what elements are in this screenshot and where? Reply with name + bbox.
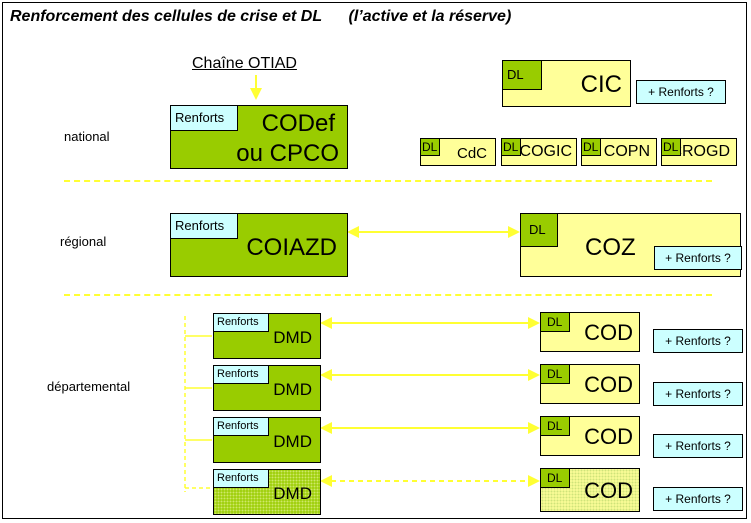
cod-renforts-1: + Renforts ?	[653, 329, 743, 353]
cod-dl-tag-1: DL	[540, 312, 570, 332]
dmd-renforts-tag-3: Renforts	[213, 417, 269, 436]
coz-title: COZ	[585, 234, 636, 261]
cod-title-2: COD	[584, 372, 633, 397]
cod-dl-tag-3: DL	[540, 416, 570, 436]
cod-renforts-3: + Renforts ?	[653, 434, 743, 458]
dmd-title-4: DMD	[273, 484, 312, 503]
dmd-renforts-tag-1: Renforts	[213, 313, 269, 332]
crogd-dl-tag: DL	[661, 138, 681, 156]
dmd-title-2: DMD	[273, 380, 312, 399]
coz-dl-tag: DL	[520, 213, 558, 247]
codef-box: CODef ou CPCO	[170, 105, 348, 169]
cogic-label: COGIC	[519, 143, 572, 160]
level-regional: régional	[60, 234, 107, 249]
codef-title: CODef	[261, 110, 335, 137]
coiazd-renforts-tag: Renforts	[170, 213, 238, 239]
dmd-renforts-tag-2: Renforts	[213, 365, 269, 384]
cod-title-4: COD	[584, 478, 633, 503]
cod-box-2: COD	[540, 364, 640, 404]
dmd-title-1: DMD	[273, 328, 312, 347]
coz-renforts: + Renforts ?	[654, 246, 742, 270]
cic-title: CIC	[580, 71, 622, 98]
cic-renforts: + Renforts ?	[636, 80, 726, 104]
level-departemental: départemental	[47, 379, 131, 394]
cic-dl-tag: DL	[502, 60, 542, 90]
crogd-label: CROGD	[670, 143, 730, 160]
cdc-dl-tag: DL	[420, 138, 440, 156]
cod-title-3: COD	[584, 424, 633, 449]
diagram-title: Renforcement des cellules de crise et DL…	[10, 8, 512, 25]
cod-dl-tag-4: DL	[540, 468, 570, 488]
chain-otiad-label: Chaîne OTIAD	[192, 55, 297, 72]
level-national: national	[64, 129, 110, 144]
separator-national-regional	[64, 180, 712, 182]
copn-label: COPN	[603, 143, 650, 160]
dmd-title-3: DMD	[273, 432, 312, 451]
copn-dl-tag: DL	[581, 138, 601, 156]
cod-renforts-2: + Renforts ?	[653, 382, 743, 406]
coiazd-title: COIAZD	[246, 234, 337, 261]
codef-subtitle: ou CPCO	[236, 140, 339, 167]
separator-regional-departemental	[64, 294, 712, 296]
codef-renforts-tag: Renforts	[170, 105, 238, 131]
cod-title-1: COD	[584, 320, 633, 345]
dmd-renforts-tag-4: Renforts	[213, 469, 269, 488]
cogic-dl-tag: DL	[501, 138, 521, 156]
cod-renforts-4: + Renforts ?	[653, 487, 743, 511]
cod-dl-tag-2: DL	[540, 364, 570, 384]
cdc-label: CdC	[456, 145, 487, 162]
